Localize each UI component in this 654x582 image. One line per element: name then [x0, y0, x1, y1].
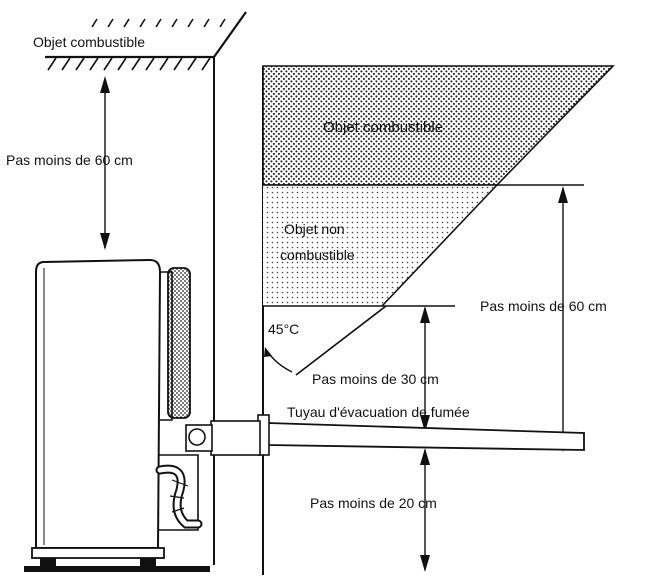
- heater-hose-ring: [169, 495, 185, 499]
- heater-unit: [24, 258, 210, 572]
- ceiling: [45, 11, 247, 59]
- heater-cabinet: [35, 258, 162, 549]
- ceiling-hatching: [47, 18, 226, 71]
- noncombustible-label-line2: combustible: [280, 247, 355, 263]
- bottom-dim-arrow-bottom: [420, 555, 430, 572]
- flue-connector: [210, 420, 261, 456]
- floor-mat: [24, 566, 210, 572]
- heater-hose-inner: [157, 466, 201, 527]
- noncombustible-label-line1: Objet non: [284, 221, 345, 237]
- ceiling-clearance-label: Pas moins de 60 cm: [6, 152, 133, 168]
- bottom-dim-arrow-top: [420, 448, 430, 465]
- angle-guide-line: [295, 305, 387, 376]
- angle-arrowhead: [264, 347, 272, 357]
- heater-base: [31, 547, 165, 559]
- bottom-clearance-label: Pas moins de 20 cm: [310, 495, 437, 511]
- heater-hose-ring: [171, 507, 185, 513]
- heater-back-panel: [160, 271, 173, 421]
- flue-outlet-ring: [188, 428, 206, 446]
- mid-dim-arrow-bottom: [420, 415, 430, 432]
- ceiling-dim-arrow-top: [100, 76, 110, 93]
- ceiling-object-label: Objet combustible: [33, 34, 145, 50]
- right-dim-arrow-top: [558, 186, 568, 203]
- ceiling-dim-arrow-bottom: [100, 233, 110, 250]
- wall-combustible-label: Objet combustible: [323, 119, 443, 136]
- shelf-diagonal: [381, 184, 498, 307]
- heater-radiator-fins: [167, 267, 191, 419]
- heater-lower-rear: [158, 454, 199, 531]
- angle-label: 45°C: [268, 321, 299, 337]
- flue-pipe-label: Tuyau d'évacuation de fumée: [287, 404, 470, 420]
- heater-foot-right: [140, 558, 156, 566]
- mid-dim-arrow-top: [420, 306, 430, 323]
- angle-arc-arrow: [267, 351, 293, 373]
- heater-hose-ring: [171, 479, 189, 487]
- right-clearance-label: Pas moins de 60 cm: [480, 298, 607, 314]
- heater-foot-left: [40, 558, 56, 566]
- mid-clearance-label: Pas moins de 30 cm: [312, 371, 439, 387]
- noncombustible-zone: [263, 185, 497, 306]
